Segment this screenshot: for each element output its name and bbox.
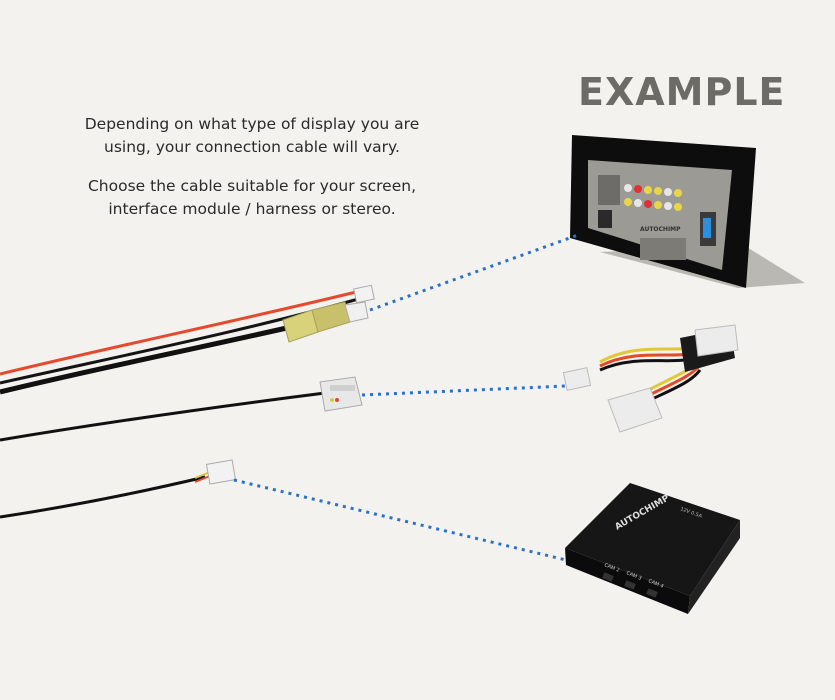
stereo-connector-grid — [598, 175, 716, 260]
wiring-harness — [562, 324, 739, 433]
module-port-cam4: CAM 4 — [647, 578, 664, 590]
link-connector-to-harness — [361, 384, 567, 397]
stereo-head-unit: AUTOCHIMP — [570, 135, 805, 288]
harness-connector-top — [694, 324, 739, 357]
white-connector — [319, 376, 363, 412]
rca-plug-yellow — [282, 309, 319, 343]
stereo-brand-label: AUTOCHIMP — [640, 226, 681, 233]
module-top — [565, 483, 740, 596]
module-port-cam3: CAM 3 — [625, 570, 642, 582]
black-wire-thick — [0, 322, 301, 395]
harness-jst-plug — [562, 367, 592, 391]
camera-interface-module: AUTOCHIMP 12V 0.5A CAM 2 CAM 3 CAM 4 — [565, 483, 740, 614]
rca-plug-tip — [344, 301, 369, 323]
stereo-back-panel — [588, 160, 732, 270]
page-title: EXAMPLE — [578, 70, 786, 114]
description-line-2: Choose the cable suitable for your scree… — [87, 177, 416, 218]
red-wire — [0, 290, 357, 376]
module-port-cam2: CAM 2 — [603, 562, 620, 574]
jst-connector — [205, 459, 237, 485]
cable-rca — [0, 284, 375, 395]
harness-connector-bottom — [607, 387, 663, 433]
link-rca-to-stereo — [369, 233, 579, 312]
link-jst-to-module — [233, 478, 567, 562]
description-line-1: Depending on what type of display you ar… — [84, 115, 420, 156]
description-text: Depending on what type of display you ar… — [60, 113, 444, 221]
black-wire-thin — [0, 296, 363, 385]
module-side — [688, 520, 740, 614]
cable-harness-connector — [0, 376, 363, 442]
cable-jst — [0, 459, 237, 519]
jst-connector-small — [353, 284, 375, 304]
